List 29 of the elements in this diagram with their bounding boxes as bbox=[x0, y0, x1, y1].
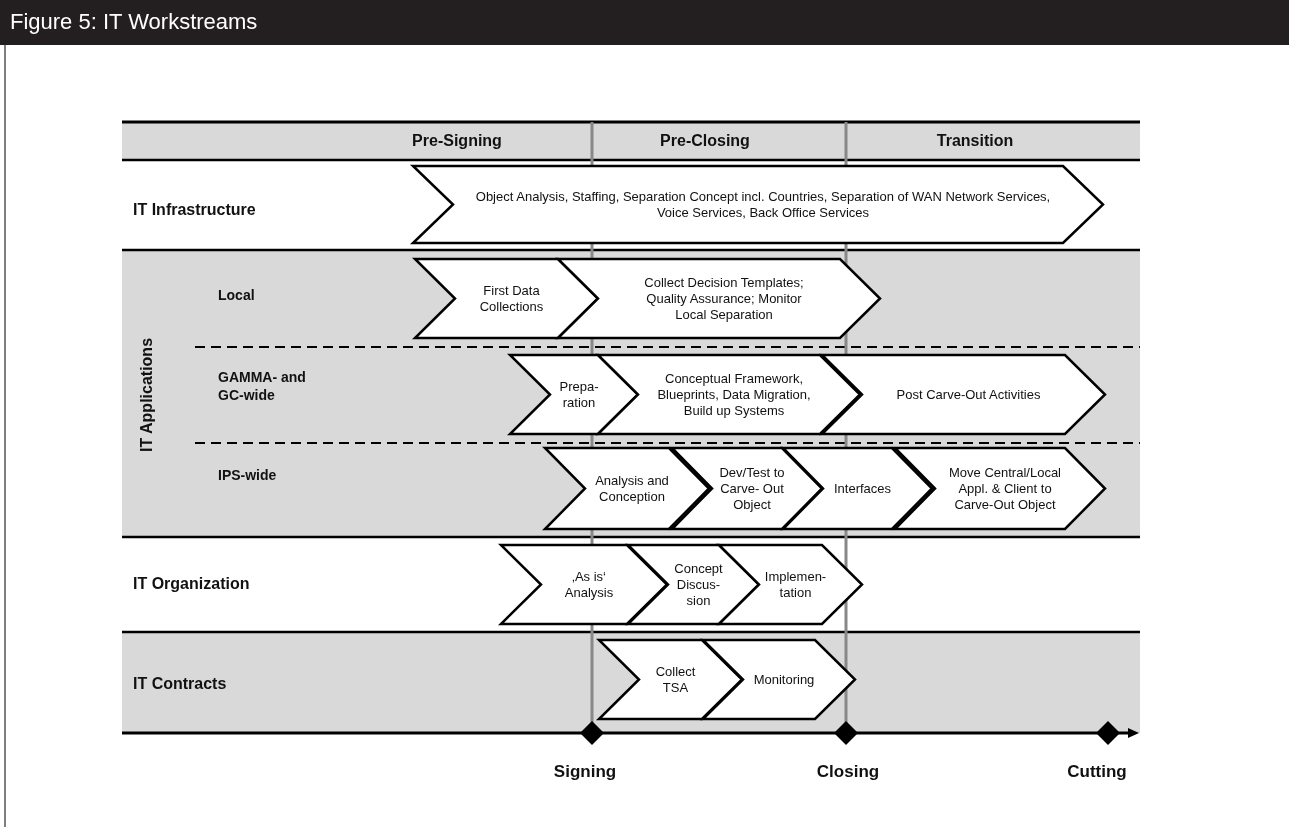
milestone-label: Closing bbox=[816, 761, 880, 783]
row-label: Local bbox=[218, 287, 255, 305]
phase-header: Pre-Signing bbox=[412, 131, 502, 151]
row-label: IT Infrastructure bbox=[133, 200, 256, 220]
row-label: IT Applications bbox=[137, 337, 156, 453]
phase-task-text: Interfaces bbox=[832, 480, 893, 497]
phase-task-text: Post Carve-Out Activities bbox=[895, 386, 1042, 403]
row-label: IPS-wide bbox=[218, 467, 277, 485]
phase-header: Pre-Closing bbox=[660, 131, 750, 151]
phase-task-text: Collect Decision Templates; Quality Assurance; Monitor Local Separation bbox=[643, 274, 805, 323]
phase-task-text: Dev/Test to Carve- Out Object bbox=[718, 464, 786, 513]
row-label: IT Organization bbox=[133, 574, 250, 594]
row-label: GAMMA- and GC-wide bbox=[218, 368, 307, 404]
phase-task-text: Prepa- ration bbox=[558, 378, 600, 411]
phase-task-text: Concept Discus- sion bbox=[673, 560, 724, 609]
milestone-label: Signing bbox=[553, 761, 617, 783]
phase-task-text: Implemen- tation bbox=[763, 568, 828, 601]
phase-task-text: Conceptual Framework, Blueprints, Data Migration, Build up Systems bbox=[656, 370, 812, 419]
figure-title: Figure 5: IT Workstreams bbox=[10, 9, 258, 35]
phase-task-text: Object Analysis, Staffing, Separation Concept incl. Countries, Separation of WAN Network Services, Voice Services, Back Office Services bbox=[474, 188, 1052, 221]
phase-task-text: Collect TSA bbox=[654, 663, 697, 696]
milestone-label: Cutting bbox=[1067, 761, 1127, 783]
phase-task-text: Move Central/Local Appl. & Client to Carve-Out Object bbox=[948, 464, 1062, 513]
phase-task-text: ‚As is‘ Analysis bbox=[563, 568, 615, 601]
phase-task-text: Monitoring bbox=[752, 671, 816, 688]
phase-task-text: First Data Collections bbox=[478, 282, 545, 315]
phase-task-text: Analysis and Conception bbox=[594, 472, 670, 505]
phase-header: Transition bbox=[936, 131, 1014, 151]
row-label: IT Contracts bbox=[133, 674, 227, 694]
